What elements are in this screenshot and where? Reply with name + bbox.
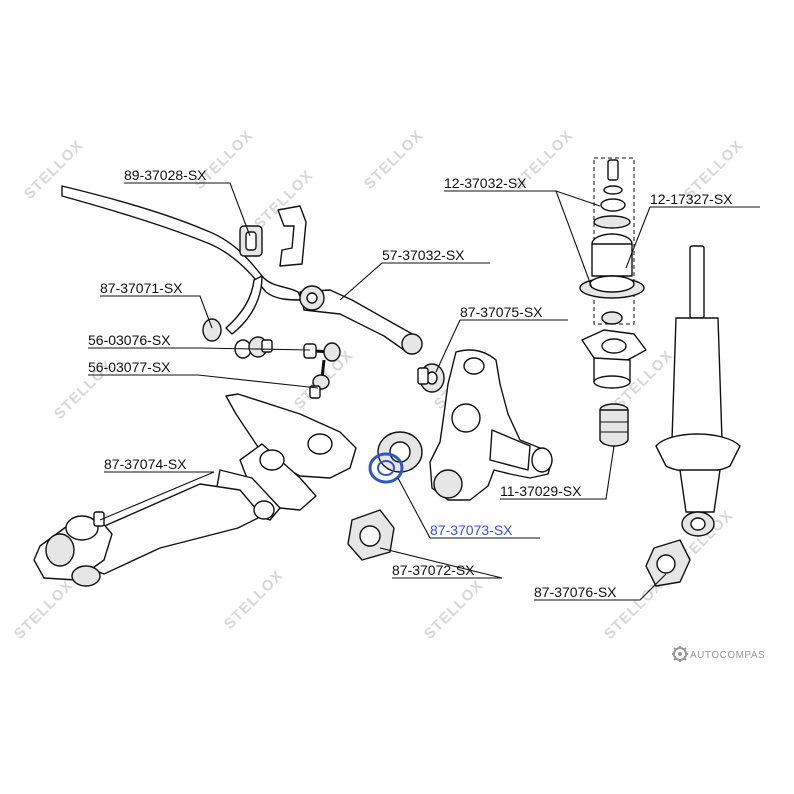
highlight-ring xyxy=(368,452,404,484)
leader-lines xyxy=(88,182,760,601)
label-89-37028: 89-37028-SX xyxy=(124,167,207,183)
lower-control-arm xyxy=(33,393,357,587)
shock-absorber xyxy=(655,245,741,537)
steering-knuckle xyxy=(429,349,553,501)
label-57-37032: 57-37032-SX xyxy=(382,247,465,263)
brand-text: AUTOCOMPAS xyxy=(690,650,765,661)
knuckle-bushing xyxy=(417,363,445,393)
watermark-text: STELLOX xyxy=(221,567,287,633)
shock-bushing xyxy=(645,539,691,587)
strut-mount-bolt xyxy=(600,159,626,212)
brand-logo: AUTOCOMPAS xyxy=(672,646,765,662)
label-87-37074: 87-37074-SX xyxy=(104,456,187,472)
watermark-text: STELLOX xyxy=(421,577,487,643)
watermark-text: STELLOX xyxy=(361,127,427,193)
label-11-37029: 11-37029-SX xyxy=(500,483,582,499)
label-87-37073: 87-37073-SX xyxy=(430,522,513,538)
part-labels: 89-37028-SX 87-37071-SX 56-03076-SX 56-0… xyxy=(88,167,733,600)
strut-mount-plate xyxy=(581,329,647,389)
watermark-text: STELLOX xyxy=(11,577,77,643)
label-87-37076: 87-37076-SX xyxy=(534,584,617,600)
stabilizer-link xyxy=(303,342,341,399)
label-87-37075: 87-37075-SX xyxy=(460,304,543,320)
label-56-03076: 56-03076-SX xyxy=(88,332,171,348)
lower-arm-bushing xyxy=(347,509,395,561)
label-12-37032: 12-37032-SX xyxy=(444,175,527,191)
stabilizer-bar-end xyxy=(225,275,263,335)
gear-icon xyxy=(672,646,688,662)
bump-stop xyxy=(599,403,629,447)
label-87-37071: 87-37071-SX xyxy=(100,280,183,296)
control-arm-upper xyxy=(299,285,423,355)
label-12-17327: 12-17327-SX xyxy=(650,191,733,207)
knuckle-bushing-highlighted xyxy=(368,431,423,484)
label-87-37072: 87-37072-SX xyxy=(392,562,475,578)
label-56-03077: 56-03077-SX xyxy=(88,359,171,375)
stabilizer-bushing xyxy=(239,225,263,257)
stabilizer-bracket xyxy=(277,205,307,267)
strut-mount-bearing xyxy=(579,215,645,325)
